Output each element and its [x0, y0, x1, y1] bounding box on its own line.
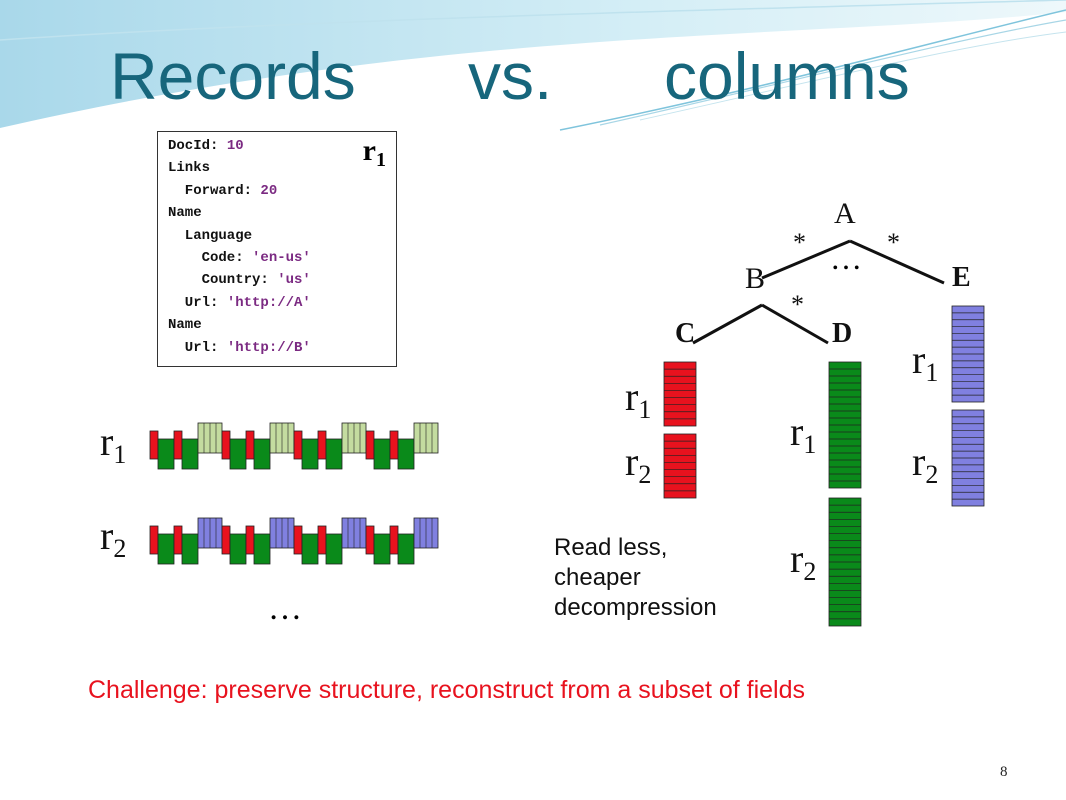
row-r1-green-field	[397, 438, 415, 470]
row-r1-green-field	[253, 438, 271, 470]
row-label-r1-sub: 1	[113, 440, 127, 469]
col-c-r1-letter: r	[625, 374, 639, 419]
column-c-r2	[663, 433, 697, 499]
note-line-3: decompression	[554, 594, 717, 621]
col-c-r2-label: r2	[625, 438, 651, 490]
tree-ellipsis: …	[830, 240, 862, 276]
col-c-r2-sub: 2	[638, 460, 652, 489]
col-e-r2-sub: 2	[925, 460, 939, 489]
edge-a-e	[849, 239, 945, 285]
col-e-r1-label: r1	[912, 336, 938, 388]
record-code-line: Forward: 20	[168, 183, 277, 199]
record-code-line: Url: 'http://A'	[168, 295, 311, 311]
note-line-2: cheaper	[554, 564, 641, 591]
title-word-columns: columns	[664, 39, 910, 113]
col-e-r1-letter: r	[912, 337, 926, 382]
page-number: 8	[1000, 764, 1008, 780]
row-r1-green-field	[181, 438, 199, 470]
edge-a-b	[761, 239, 851, 280]
record-code-value: 20	[260, 182, 278, 199]
node-c: C	[675, 318, 696, 349]
record-code-key: Links	[168, 160, 211, 177]
record-code-key: DocId:	[168, 138, 227, 154]
edge-b-c	[692, 303, 763, 345]
col-c-r1-sub: 1	[638, 395, 652, 424]
col-e-r2-label: r2	[912, 438, 938, 490]
row-r2-green-field	[181, 533, 199, 565]
col-c-r2-letter: r	[625, 439, 639, 484]
row-r2-green-field	[325, 533, 343, 565]
row-r1-green-field	[325, 438, 343, 470]
record-label: r1	[363, 134, 386, 172]
node-d: D	[832, 318, 853, 349]
row-label-r2: r2	[100, 512, 126, 564]
record-code-key: Language	[168, 227, 253, 244]
row-label-r2-sub: 2	[113, 534, 127, 563]
node-a: A	[834, 197, 856, 230]
benefit-note: Read less, cheaper decompression	[554, 533, 794, 623]
record-label-sub: 1	[376, 149, 386, 171]
record-code-key: Forward:	[168, 182, 261, 199]
record-code-key: Url:	[168, 294, 227, 311]
col-c-r1-label: r1	[625, 373, 651, 425]
record-code-value: 'en-us'	[252, 250, 311, 266]
record-code-line: Code: 'en-us'	[168, 250, 311, 266]
record-code-line: Name	[168, 317, 202, 333]
edge-b-d	[761, 303, 829, 345]
node-b: B	[745, 262, 766, 295]
record-code-line: Links	[168, 160, 210, 176]
record-code-value: 'us'	[277, 272, 311, 289]
row-ellipsis: …	[268, 590, 302, 627]
record-code-line: Country: 'us'	[168, 272, 311, 288]
record-label-letter: r	[362, 134, 376, 167]
page-title: Records vs. columns	[0, 38, 1066, 118]
record-code-line: Name	[168, 205, 202, 221]
record-code-key: Code:	[168, 250, 253, 266]
row-label-r1: r1	[100, 418, 126, 470]
row-label-r2-letter: r	[100, 513, 114, 558]
column-c-r1	[663, 361, 697, 427]
star-a-e: *	[887, 228, 900, 257]
record-code-key: Name	[168, 205, 202, 222]
row-r2-green-field	[253, 533, 271, 565]
record-code-value: 'http://A'	[226, 294, 311, 311]
col-e-r1-sub: 1	[925, 358, 939, 387]
col-d-r1-sub: 1	[803, 430, 817, 459]
record-code-value: 'http://B'	[226, 339, 311, 356]
challenge-text: Challenge: preserve structure, reconstru…	[88, 676, 805, 704]
record-code-key: Name	[168, 317, 202, 334]
title-word-records: Records	[110, 39, 356, 113]
record-code-value: 10	[226, 138, 244, 154]
record-code-line: Url: 'http://B'	[168, 340, 311, 356]
title-word-vs: vs.	[468, 39, 553, 113]
col-d-r1-letter: r	[790, 409, 804, 454]
col-d-r2-letter: r	[790, 536, 804, 581]
col-d-r1-label: r1	[790, 408, 816, 460]
row-label-r1-letter: r	[100, 419, 114, 464]
record-code-line: Language	[168, 228, 252, 244]
record-code-key: Url:	[168, 339, 227, 356]
note-line-1: Read less,	[554, 534, 668, 561]
record-code-line: DocId: 10	[168, 138, 244, 154]
star-b-d: *	[791, 290, 804, 319]
node-e: E	[952, 262, 971, 293]
star-a-b: *	[793, 228, 806, 257]
row-r2-green-field	[397, 533, 415, 565]
col-d-r2-label: r2	[790, 535, 816, 587]
col-e-r2-letter: r	[912, 439, 926, 484]
record-code-key: Country:	[168, 272, 278, 289]
col-d-r2-sub: 2	[803, 557, 817, 586]
